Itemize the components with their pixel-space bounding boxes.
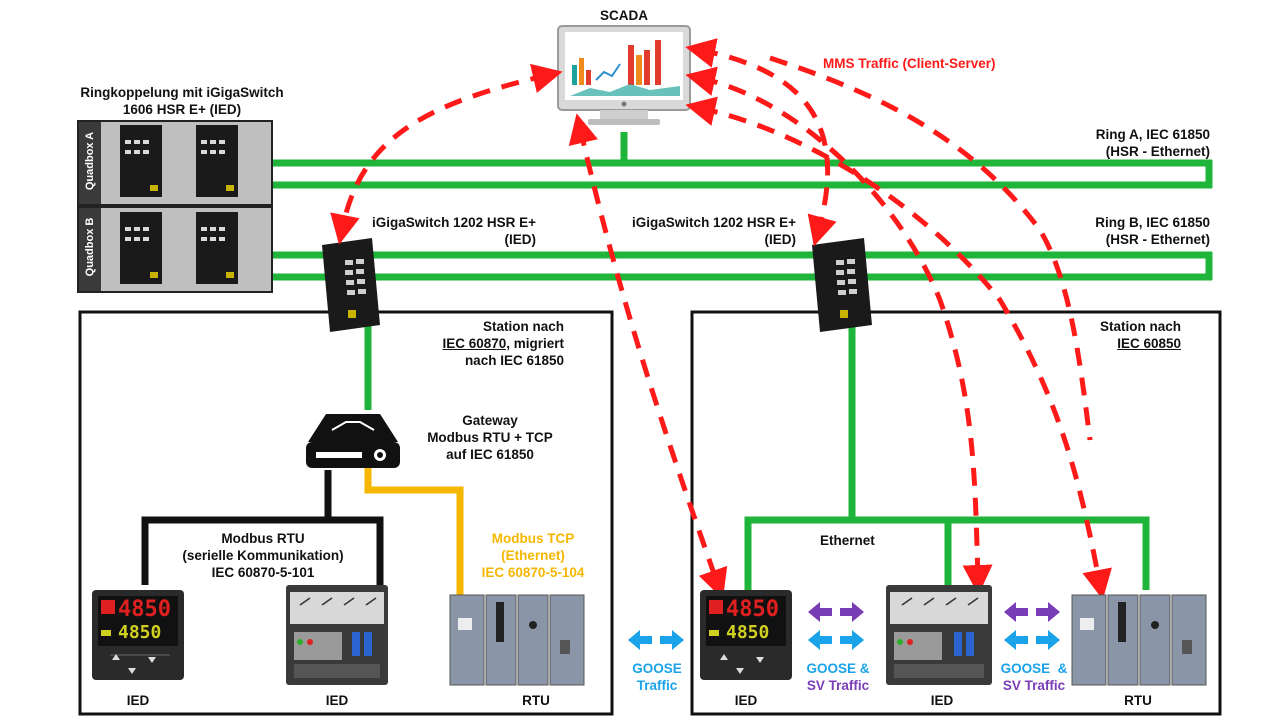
station-left-label: Station nach IEC 60870, migriert nach IE… (400, 318, 564, 369)
switch-right-line1: iGigaSwitch 1202 HSR E+ (632, 215, 796, 230)
left-ied-2-label: IED (325, 693, 349, 708)
quadbox-b-label: Quadbox B (84, 217, 96, 277)
gateway-line3: auf IEC 61850 (446, 447, 534, 462)
left-ied-1-display-top: 4850 (118, 597, 171, 622)
mms-traffic-label: MMS Traffic (Client-Server) (823, 56, 996, 71)
gateway-line1: Gateway (462, 413, 518, 428)
ethernet-label: Ethernet (820, 533, 875, 548)
goose-sv-1-line2: SV Traffic (806, 678, 870, 693)
modbus-tcp-line2: (Ethernet) (501, 548, 565, 563)
switch-left-line2: (IED) (504, 232, 537, 247)
left-ied-1-device (92, 590, 184, 680)
goose-arrows (628, 602, 1060, 650)
left-ied-1-display-bottom: 4850 (118, 622, 162, 643)
right-ied-1-display-top: 4850 (726, 597, 779, 622)
station-right-label: Station nach IEC 60850 (1040, 318, 1181, 352)
goose-line1: GOOSE (632, 661, 682, 676)
modbus-tcp-line1: Modbus TCP (491, 531, 575, 546)
right-ied-2-label: IED (930, 693, 954, 708)
ring-b-line1: Ring B, IEC 61850 (1095, 215, 1210, 230)
station-left-line2: IEC 60870, migriert (400, 335, 564, 352)
modbus-rtu-line3: IEC 60870-5-101 (211, 565, 315, 580)
gateway-line2: Modbus RTU + TCP (427, 430, 553, 445)
scada-monitor (557, 25, 691, 125)
station-left-migriert: migriert (509, 336, 564, 351)
ring-b-line2: (HSR - Ethernet) (1105, 232, 1210, 247)
ring-a-line2: (HSR - Ethernet) (1105, 144, 1210, 159)
goose-line2: Traffic (636, 678, 678, 693)
goose-traffic-label: GOOSE Traffic (622, 660, 692, 694)
mms-arrows (330, 38, 1112, 600)
gateway-label: Gateway Modbus RTU + TCP auf IEC 61850 (412, 412, 568, 463)
switch-right-device (812, 238, 872, 332)
goose-sv-2-line1: GOOSE & (1000, 661, 1068, 676)
modbus-tcp-label: Modbus TCP (Ethernet) IEC 60870-5-104 (468, 530, 598, 581)
right-ied-1-label: IED (734, 693, 758, 708)
ethernet-bus (744, 325, 1150, 590)
ringkoppelung-line2: 1606 HSR E+ (IED) (122, 102, 242, 117)
modbus-rtu-bus (141, 470, 384, 585)
switch-left-line1: iGigaSwitch 1202 HSR E+ (372, 215, 536, 230)
goose-sv-2-line2: SV Traffic (1002, 678, 1066, 693)
switch-left-label: iGigaSwitch 1202 HSR E+ (IED) (340, 214, 536, 248)
modbus-tcp-line3: IEC 60870-5-104 (481, 565, 585, 580)
switch-right-line2: (IED) (764, 232, 797, 247)
ring-a-label: Ring A, IEC 61850 (HSR - Ethernet) (1000, 126, 1210, 160)
left-ied-2-device (286, 585, 388, 685)
switch-left-device (322, 238, 380, 332)
left-rtu-label: RTU (522, 693, 550, 708)
station-right-line2: IEC 60850 (1117, 336, 1181, 351)
quadbox-panel (77, 120, 273, 293)
ring-a-line1: Ring A, IEC 61850 (1095, 127, 1210, 142)
ring-a (272, 159, 1213, 189)
switch-right-label: iGigaSwitch 1202 HSR E+ (IED) (600, 214, 796, 248)
modbus-tcp-link (364, 468, 464, 595)
goose-sv-1-line1: GOOSE & (806, 661, 870, 676)
ringkoppelung-line1: Ringkoppelung mit iGigaSwitch (80, 85, 284, 100)
right-rtu-device (1071, 594, 1207, 686)
goose-sv-traffic-label-1: GOOSE & SV Traffic (798, 660, 878, 694)
left-ied-1-label: IED (126, 693, 150, 708)
station-left-standard: IEC 60870, (442, 336, 510, 351)
right-ied-2-device (886, 585, 992, 685)
right-rtu-label: RTU (1124, 693, 1152, 708)
modbus-rtu-line1: Modbus RTU (221, 531, 305, 546)
left-rtu-device (449, 594, 585, 686)
goose-sv-traffic-label-2: GOOSE & SV Traffic (992, 660, 1076, 694)
gateway-device (306, 414, 400, 468)
station-left-line3: nach IEC 61850 (464, 353, 564, 368)
ring-b-label: Ring B, IEC 61850 (HSR - Ethernet) (1000, 214, 1210, 248)
ringkoppelung-label: Ringkoppelung mit iGigaSwitch 1606 HSR E… (62, 84, 302, 118)
right-ied-1-display-bottom: 4850 (726, 622, 770, 643)
scada-label: SCADA (600, 8, 649, 23)
modbus-rtu-line2: (serielle Kommunikation) (182, 548, 344, 563)
modbus-rtu-label: Modbus RTU (serielle Kommunikation) IEC … (150, 530, 376, 581)
right-ied-1-device (700, 590, 792, 680)
ring-b (272, 251, 1213, 281)
station-left-line1: Station nach (482, 319, 564, 334)
station-right-line1: Station nach (1099, 319, 1181, 334)
